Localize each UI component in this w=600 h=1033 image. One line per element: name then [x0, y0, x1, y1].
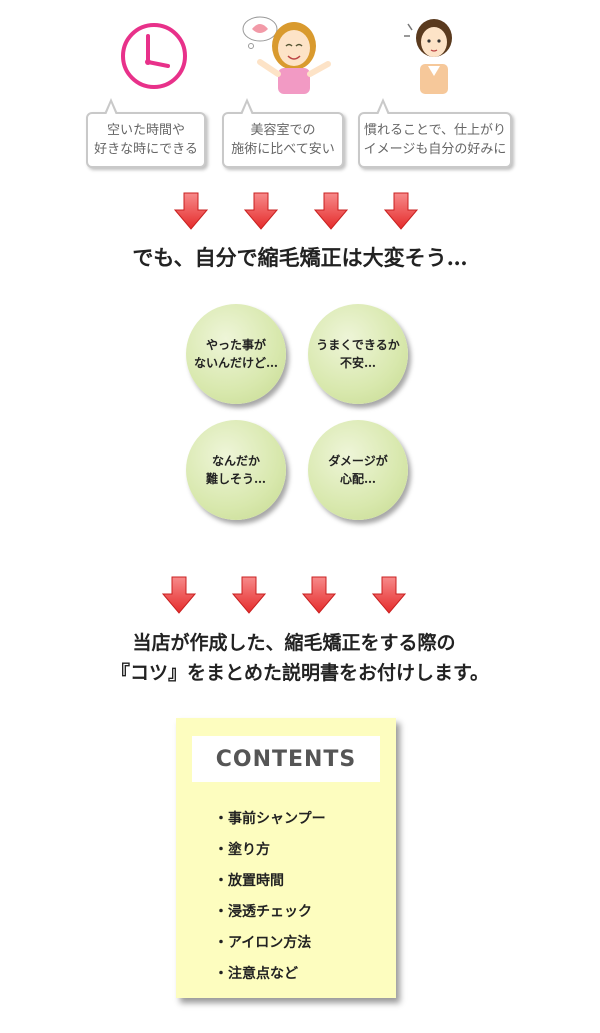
- down-arrow-icon: [162, 576, 196, 614]
- down-arrow-icon: [314, 192, 348, 230]
- circle-line: 不安…: [339, 356, 376, 370]
- contents-item: ・放置時間: [214, 873, 284, 889]
- bubble-line: イメージも自分の好みに: [363, 142, 507, 157]
- worry-heading: でも、自分で縮毛矯正は大変そう…: [132, 245, 468, 270]
- benefit-bubble-style: 慣れることで、仕上がり イメージも自分の好みに: [358, 98, 512, 168]
- bubble-line: 好きな時にできる: [94, 142, 198, 157]
- benefit-bubble-price: 美容室での 施術に比べて安い: [222, 98, 344, 168]
- worry-circle: ダメージが 心配…: [308, 420, 408, 520]
- contents-item: ・事前シャンプー: [214, 811, 326, 827]
- down-arrow-icon: [372, 576, 406, 614]
- worry-circle: なんだか 難しそう…: [186, 420, 286, 520]
- woman-thinking-icon: [404, 19, 452, 94]
- contents-item: ・塗り方: [214, 842, 270, 858]
- contents-item: ・アイロン方法: [214, 935, 312, 951]
- manual-heading: 当店が作成した、縮毛矯正をする際の 『コツ』をまとめた説明書をお付けします。: [0, 628, 600, 688]
- circle-line: ダメージが: [328, 454, 388, 468]
- down-arrow-icon: [244, 192, 278, 230]
- circle-line: 心配…: [339, 472, 376, 486]
- contents-item: ・注意点など: [214, 966, 298, 982]
- benefit-bubble-time: 空いた時間や 好きな時にできる: [86, 98, 206, 168]
- manual-heading-line: 『コツ』をまとめた説明書をお付けします。: [110, 662, 490, 684]
- down-arrow-icon: [174, 192, 208, 230]
- clock-icon: [121, 23, 187, 89]
- circle-line: やった事が: [205, 338, 266, 352]
- circle-line: なんだか: [211, 454, 260, 468]
- bubble-line: 空いた時間や: [106, 123, 185, 138]
- circle-line: 難しそう…: [205, 472, 266, 486]
- contents-item: ・浸透チェック: [214, 904, 312, 920]
- circle-line: うまくできるか: [316, 338, 400, 352]
- down-arrow-icon: [302, 576, 336, 614]
- worry-circle: うまくできるか 不安…: [308, 304, 408, 404]
- bubble-line: 施術に比べて安い: [231, 142, 335, 157]
- down-arrow-icon: [232, 576, 266, 614]
- down-arrow-icon: [384, 192, 418, 230]
- contents-title: CONTENTS: [192, 736, 380, 782]
- bubble-line: 慣れることで、仕上がり: [363, 123, 507, 138]
- manual-heading-line: 当店が作成した、縮毛矯正をする際の: [132, 632, 456, 654]
- bubble-line: 美容室での: [250, 123, 316, 138]
- circle-line: ないんだけど…: [193, 356, 278, 370]
- contents-list: ・事前シャンプー ・塗り方 ・放置時間 ・浸透チェック ・アイロン方法 ・注意点…: [214, 804, 326, 990]
- happy-woman-icon: [242, 16, 331, 94]
- worry-circle: やった事が ないんだけど…: [186, 304, 286, 404]
- contents-note: CONTENTS ・事前シャンプー ・塗り方 ・放置時間 ・浸透チェック ・アイ…: [176, 718, 396, 998]
